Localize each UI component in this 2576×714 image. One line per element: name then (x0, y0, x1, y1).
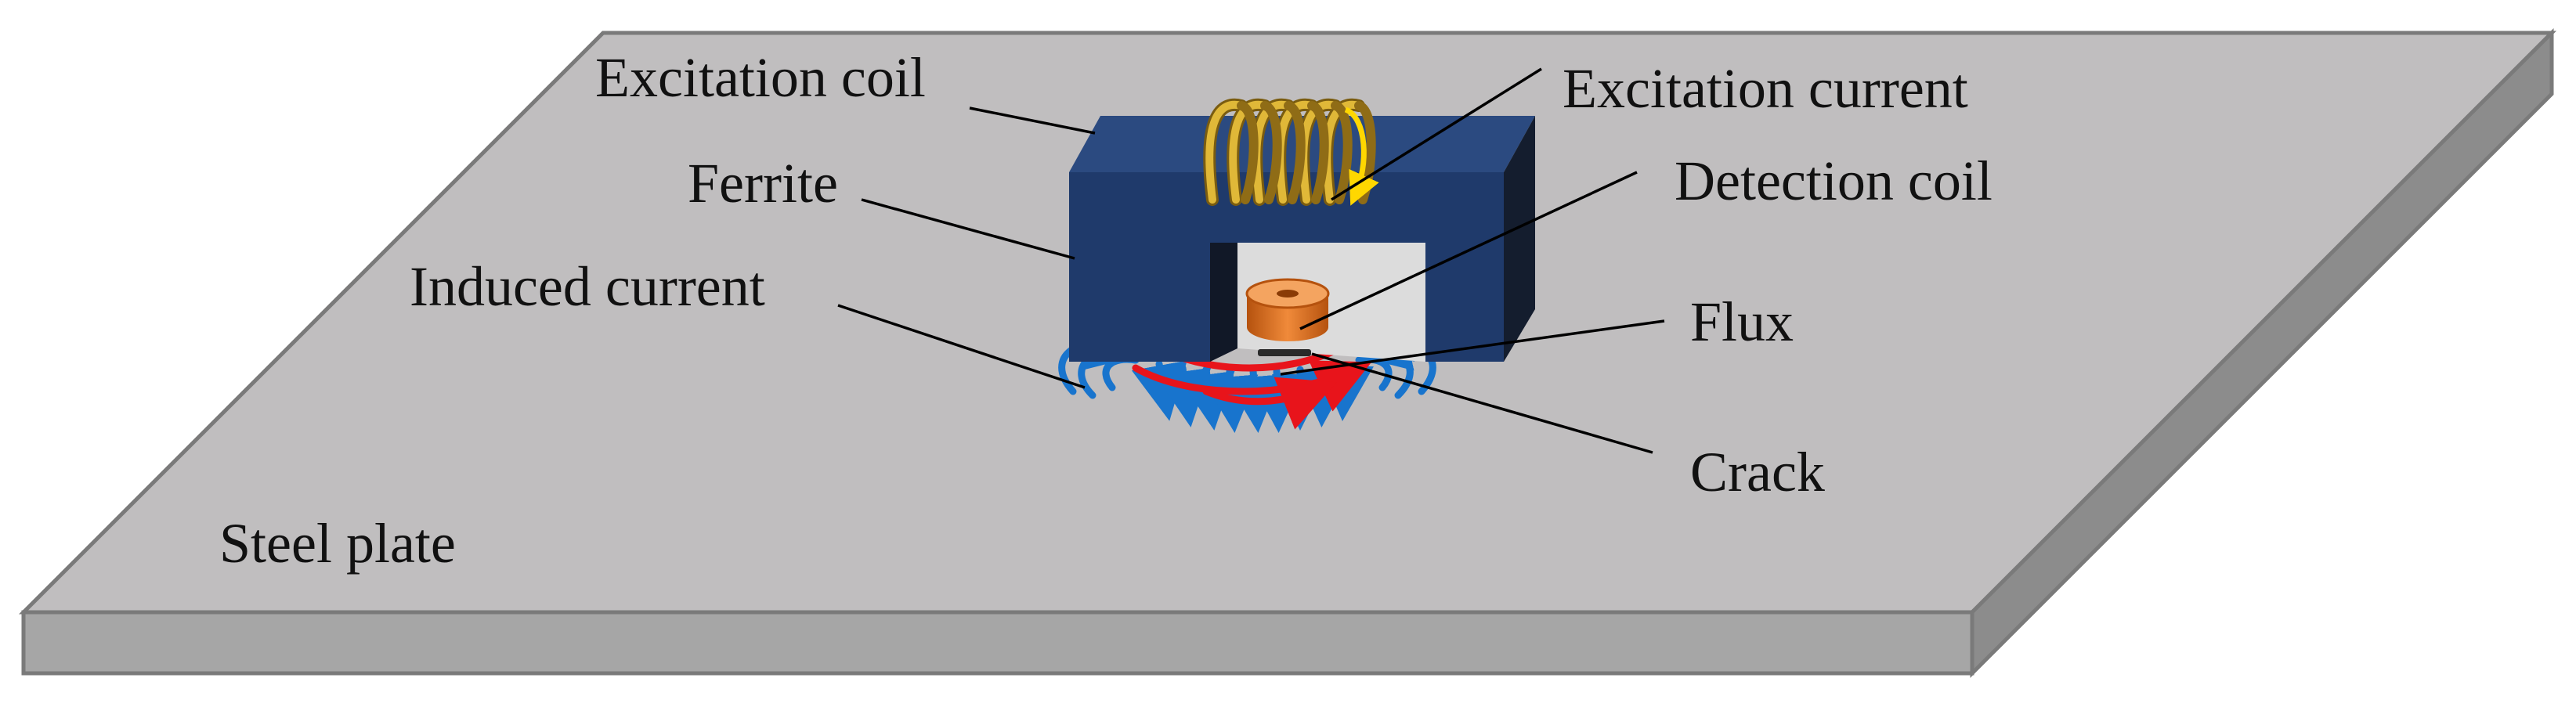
leader-lines (837, 67, 1665, 454)
ferrite-inner-wall (1210, 243, 1237, 362)
plate-side-face (1970, 27, 2554, 679)
ferrite-side (1504, 116, 1535, 362)
detection-coil (1245, 278, 1330, 341)
crack (1258, 349, 1311, 356)
label-steel-plate: Steel plate (219, 512, 456, 575)
label-excitation-current: Excitation current (1563, 57, 1968, 120)
label-detection-coil: Detection coil (1675, 150, 1993, 212)
label-flux: Flux (1690, 290, 1794, 353)
ferrite-core (1069, 116, 1535, 362)
label-crack: Crack (1690, 441, 1825, 503)
labels: Excitation coil Ferrite Induced current … (219, 46, 1993, 575)
label-ferrite: Ferrite (688, 152, 838, 215)
plate-front-face (21, 610, 1974, 676)
ferrite-front (1069, 172, 1504, 362)
label-excitation-coil: Excitation coil (595, 46, 926, 109)
label-induced-current: Induced current (410, 255, 765, 318)
excitation-current-arrow (1344, 106, 1379, 206)
